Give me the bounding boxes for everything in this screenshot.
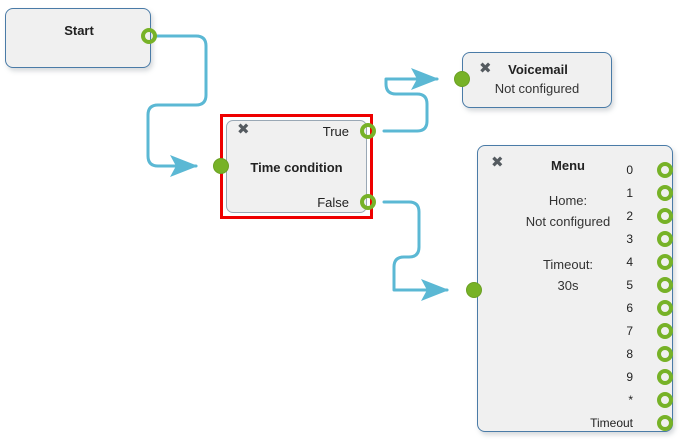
- menu-port-8[interactable]: [657, 346, 673, 362]
- menu-port-9[interactable]: [657, 369, 673, 385]
- node-voicemail-status: Not configured: [494, 81, 580, 96]
- node-start-title: Start: [64, 23, 94, 38]
- close-icon[interactable]: ✖: [479, 59, 492, 77]
- menu-home-label: Home:: [548, 193, 588, 208]
- menu-port-label-11: Timeout: [590, 416, 633, 430]
- menu-timeout-label: Timeout:: [542, 257, 594, 272]
- node-voicemail[interactable]: ✖ Voicemail Not configured: [462, 52, 612, 108]
- menu-port-2[interactable]: [657, 208, 673, 224]
- menu-port-7[interactable]: [657, 323, 673, 339]
- menu-port-label-8: 8: [626, 347, 633, 361]
- node-voicemail-title: Voicemail: [508, 62, 568, 77]
- port-time-condition-in[interactable]: [213, 158, 229, 174]
- port-time-condition-true[interactable]: [360, 123, 376, 139]
- menu-port-label-9: 9: [626, 370, 633, 384]
- connection-start-to-time-condition[interactable]: [146, 34, 208, 168]
- menu-port-label-10: *: [628, 393, 633, 407]
- close-icon[interactable]: ✖: [491, 153, 504, 171]
- menu-port-1[interactable]: [657, 185, 673, 201]
- menu-port-label-6: 6: [626, 301, 633, 315]
- port-menu-in[interactable]: [466, 282, 482, 298]
- connection-true-to-voicemail[interactable]: [382, 77, 439, 133]
- menu-port-4[interactable]: [657, 254, 673, 270]
- menu-port-0[interactable]: [657, 162, 673, 178]
- port-label-true: True: [322, 124, 349, 139]
- menu-port-11[interactable]: [657, 415, 673, 431]
- port-label-false: False: [317, 195, 349, 210]
- arrow-time-condition-in: [170, 155, 198, 177]
- arrow-menu-in: [421, 279, 449, 301]
- menu-port-label-3: 3: [626, 232, 633, 246]
- menu-port-5[interactable]: [657, 277, 673, 293]
- menu-home-value: Not configured: [525, 214, 611, 229]
- node-time-condition-title: Time condition: [250, 160, 343, 175]
- menu-port-3[interactable]: [657, 231, 673, 247]
- node-menu-title: Menu: [551, 158, 585, 173]
- menu-port-label-0: 0: [626, 163, 633, 177]
- menu-timeout-value: 30s: [557, 278, 579, 293]
- close-icon[interactable]: ✖: [237, 120, 250, 138]
- menu-port-label-2: 2: [626, 209, 633, 223]
- menu-port-6[interactable]: [657, 300, 673, 316]
- arrow-voicemail-in: [411, 68, 439, 90]
- menu-port-label-7: 7: [626, 324, 633, 338]
- menu-port-label-1: 1: [626, 186, 633, 200]
- node-start[interactable]: Start: [5, 8, 151, 68]
- port-time-condition-false[interactable]: [360, 194, 376, 210]
- menu-port-label-5: 5: [626, 278, 633, 292]
- port-voicemail-in[interactable]: [454, 71, 470, 87]
- port-start-out[interactable]: [141, 28, 157, 44]
- menu-port-label-4: 4: [626, 255, 633, 269]
- connection-false-to-menu[interactable]: [382, 200, 449, 292]
- menu-port-10[interactable]: [657, 392, 673, 408]
